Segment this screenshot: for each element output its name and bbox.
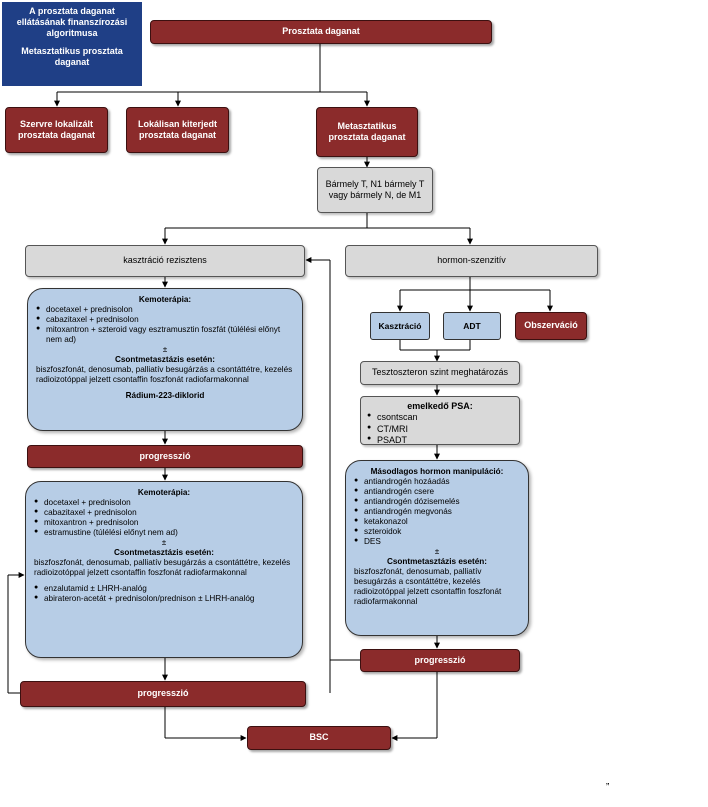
list-item: antiandrogén csere: [354, 487, 520, 497]
list-item: DES: [354, 537, 520, 547]
plus-minus: ±: [434, 547, 440, 556]
node-bsc: BSC: [247, 726, 391, 750]
left-treatment-box-1: Kemoterápia: docetaxel + prednisolon cab…: [27, 288, 303, 431]
node-castration-resistant: kasztráció rezisztens: [25, 245, 305, 277]
title-box: A prosztata daganat ellátásának finanszí…: [2, 2, 142, 86]
left-treatment-box-2: Kemoterápia: docetaxel + prednisolon cab…: [25, 481, 303, 658]
node-organ-localized: Szervre lokalizált prosztata daganat: [5, 107, 108, 153]
list-item: csontscan: [367, 412, 513, 423]
progression-node-2: progresszió: [20, 681, 306, 707]
list-item: CT/MRI: [367, 424, 513, 435]
list-item: szteroidok: [354, 527, 520, 537]
list-item: antiandrogén megvonás: [354, 507, 520, 517]
bone-heading: Csontmetasztázis esetén:: [113, 548, 215, 557]
list-item: cabazitaxel + prednisolon: [34, 508, 294, 518]
list-item: mitoxantron + szteroid vagy esztramuszti…: [36, 325, 294, 345]
chemo-list: docetaxel + prednisolon cabazitaxel + pr…: [36, 305, 294, 345]
list-item: estramustine (túlélési előnyt nem ad): [34, 528, 294, 538]
bone-heading: Csontmetasztázis esetén:: [386, 557, 488, 566]
title-line-1: A prosztata daganat ellátásának finanszí…: [16, 6, 128, 38]
secondary-hormone-heading: Másodlagos hormon manipuláció:: [370, 467, 504, 476]
list-item: mitoxantron + prednisolon: [34, 518, 294, 528]
list-item: antiandrogén hozáadás: [354, 477, 520, 487]
psa-heading: emelkedő PSA:: [407, 401, 473, 411]
hormone-list: enzalutamid ± LHRH-analóg abirateron-ace…: [34, 584, 294, 604]
node-metastatic: Metasztatikus prosztata daganat: [316, 107, 418, 157]
node-observation: Obszerváció: [515, 312, 587, 340]
list-item: ketakonazol: [354, 517, 520, 527]
chemo-list: docetaxel + prednisolon cabazitaxel + pr…: [34, 498, 294, 538]
node-staging: Bármely T, N1 bármely T vagy bármely N, …: [317, 167, 433, 213]
root-node: Prosztata daganat: [150, 20, 492, 44]
node-adt: ADT: [443, 312, 501, 340]
plus-minus: ±: [161, 538, 167, 547]
node-rising-psa: emelkedő PSA: csontscan CT/MRI PSADT: [360, 396, 520, 445]
list-item: docetaxel + prednisolon: [34, 498, 294, 508]
list-item: abirateron-acetát + prednisolon/predniso…: [34, 594, 294, 604]
progression-node-3: progresszió: [360, 649, 520, 672]
chemo-heading: Kemoterápia:: [138, 295, 192, 304]
progression-node-1: progresszió: [27, 445, 303, 468]
bone-heading: Csontmetasztázis esetén:: [114, 355, 216, 364]
right-treatment-box: Másodlagos hormon manipuláció: antiandro…: [345, 460, 529, 636]
secondary-hormone-list: antiandrogén hozáadás antiandrogén csere…: [354, 477, 520, 547]
psa-list: csontscan CT/MRI PSADT: [367, 412, 513, 446]
page-mark: ”: [606, 782, 610, 793]
list-item: antiandrogén dózisemelés: [354, 497, 520, 507]
plus-minus: ±: [162, 345, 168, 354]
list-item: enzalutamid ± LHRH-analóg: [34, 584, 294, 594]
bone-text: biszfoszfonát, denosumab, palliatív besu…: [354, 567, 502, 606]
title-line-2: Metasztatikus prosztata daganat: [21, 46, 123, 68]
bone-text: biszfoszfonát, denosumab, palliatív besu…: [34, 558, 291, 577]
chemo-heading: Kemoterápia:: [137, 488, 191, 497]
bone-text: biszfoszfonát, denosumab, palliatív besu…: [36, 365, 293, 384]
node-hormone-sensitive: hormon-szenzitív: [345, 245, 598, 277]
node-testosterone: Tesztoszteron szint meghatározás: [360, 361, 520, 385]
radium-label: Rádium-223-diklorid: [125, 391, 205, 400]
list-item: cabazitaxel + prednisolon: [36, 315, 294, 325]
node-castration: Kasztráció: [370, 312, 430, 340]
node-locally-advanced: Lokálisan kiterjedt prosztata daganat: [126, 107, 229, 153]
list-item: docetaxel + prednisolon: [36, 305, 294, 315]
list-item: PSADT: [367, 435, 513, 446]
